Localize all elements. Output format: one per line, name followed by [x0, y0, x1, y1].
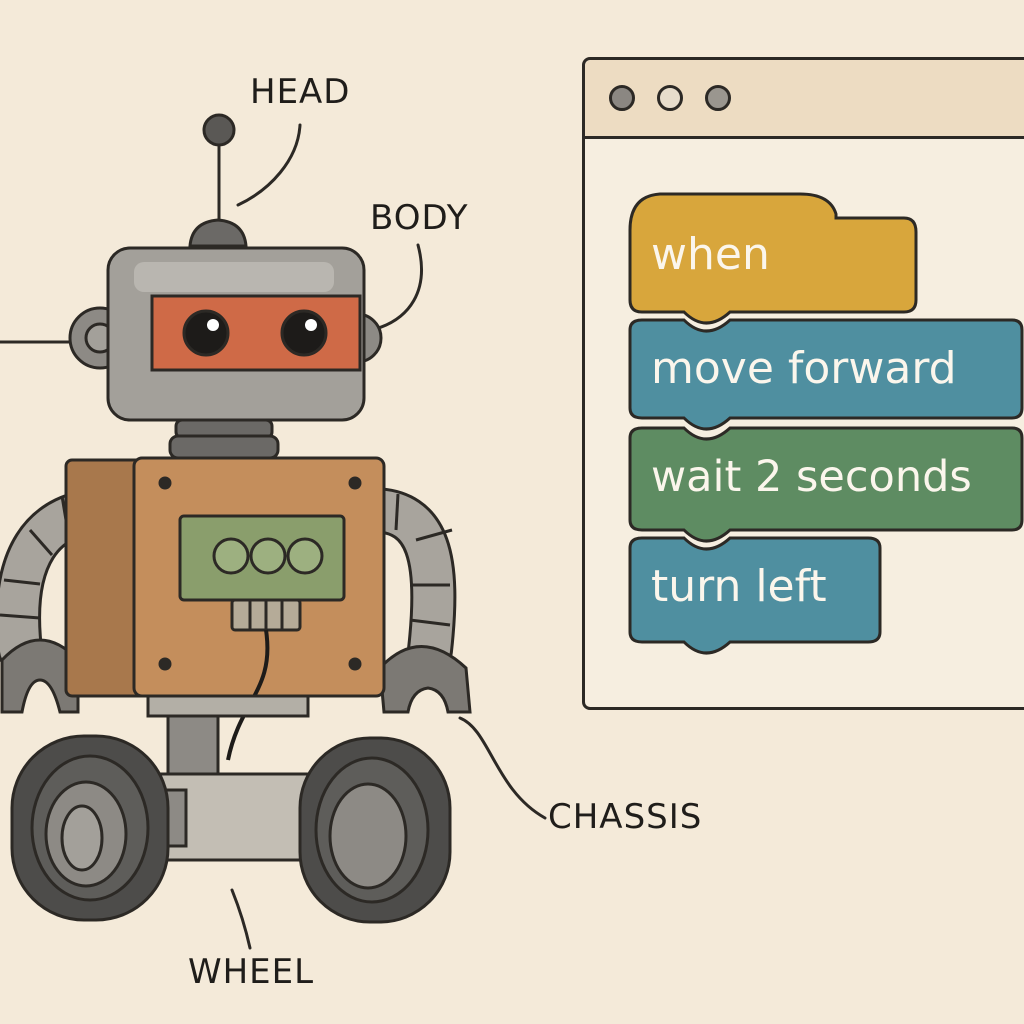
wheel-left — [10, 734, 170, 922]
window-close-button[interactable] — [609, 85, 635, 111]
leader-line-body — [370, 243, 423, 332]
wheel-right — [298, 736, 452, 924]
window-titlebar — [585, 60, 1024, 139]
code-blocks — [628, 192, 1024, 655]
wheel-label: WHEEL — [188, 952, 315, 992]
robot-torso — [64, 456, 386, 761]
block-when[interactable] — [628, 192, 918, 325]
window-maximize-button[interactable] — [705, 85, 731, 111]
antenna — [188, 113, 248, 248]
leader-line-wheel — [230, 888, 252, 950]
block-when-label: when — [651, 229, 770, 280]
head-label: HEAD — [250, 72, 351, 112]
eye-right — [280, 309, 328, 357]
leader-lines — [0, 123, 547, 950]
block-turn-left[interactable] — [628, 536, 882, 655]
leader-line-head — [236, 123, 302, 207]
block-move-forward-label: move forward — [651, 343, 957, 394]
block-wait-label: wait 2 seconds — [651, 452, 972, 502]
leader-line-chassis — [458, 716, 547, 820]
eye-left — [182, 309, 230, 357]
robot-head — [68, 246, 383, 422]
arm-right — [349, 487, 472, 714]
chassis-label: CHASSIS — [548, 797, 703, 837]
body-label: BODY — [370, 198, 469, 238]
robot-neck — [168, 418, 280, 460]
block-move-forward[interactable] — [628, 318, 1024, 431]
window-minimize-button[interactable] — [657, 85, 683, 111]
block-turn-left-label: turn left — [651, 561, 827, 612]
block-wait-2-seconds[interactable] — [628, 426, 1024, 543]
